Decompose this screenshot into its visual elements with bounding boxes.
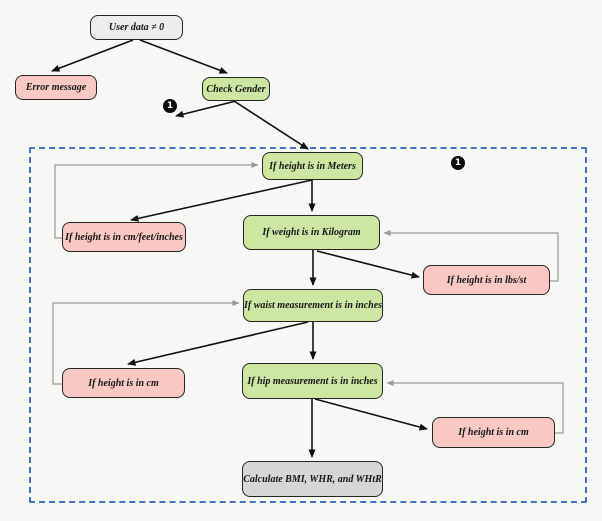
arrow-userdata-to-error	[51, 39, 134, 72]
node-height-cm-left: If height is in cm	[62, 368, 185, 398]
node-calculate-bmi-whr-whtr: Calculate BMI, WHR, and WHtR	[242, 461, 383, 497]
node-error-message: Error message	[15, 75, 97, 100]
arrow-gender-to-meters	[233, 100, 309, 150]
arrow-gender-to-badge	[175, 100, 237, 118]
node-height-lbs-st: If height is in lbs/st	[423, 265, 550, 295]
node-hip-inches: If hip measurement is in inches	[242, 363, 383, 399]
node-check-gender: Check Gender	[202, 77, 270, 101]
node-height-cm-feet-inches: If height is in cm/feet/inches	[62, 222, 186, 252]
badge-connector-1-inner: 1	[451, 156, 465, 170]
node-user-data: User data ≠ 0	[90, 15, 183, 40]
subprocess-boundary	[29, 147, 587, 503]
node-waist-inches: If waist measurement is in inches	[243, 289, 383, 322]
arrow-userdata-to-gender	[139, 39, 228, 74]
node-weight-kilogram: If weight is in Kilogram	[243, 215, 380, 250]
node-height-meters: If height is in Meters	[262, 152, 363, 180]
node-height-cm-right: If height is in cm	[432, 417, 555, 448]
badge-connector-1-outer: 1	[163, 99, 177, 113]
